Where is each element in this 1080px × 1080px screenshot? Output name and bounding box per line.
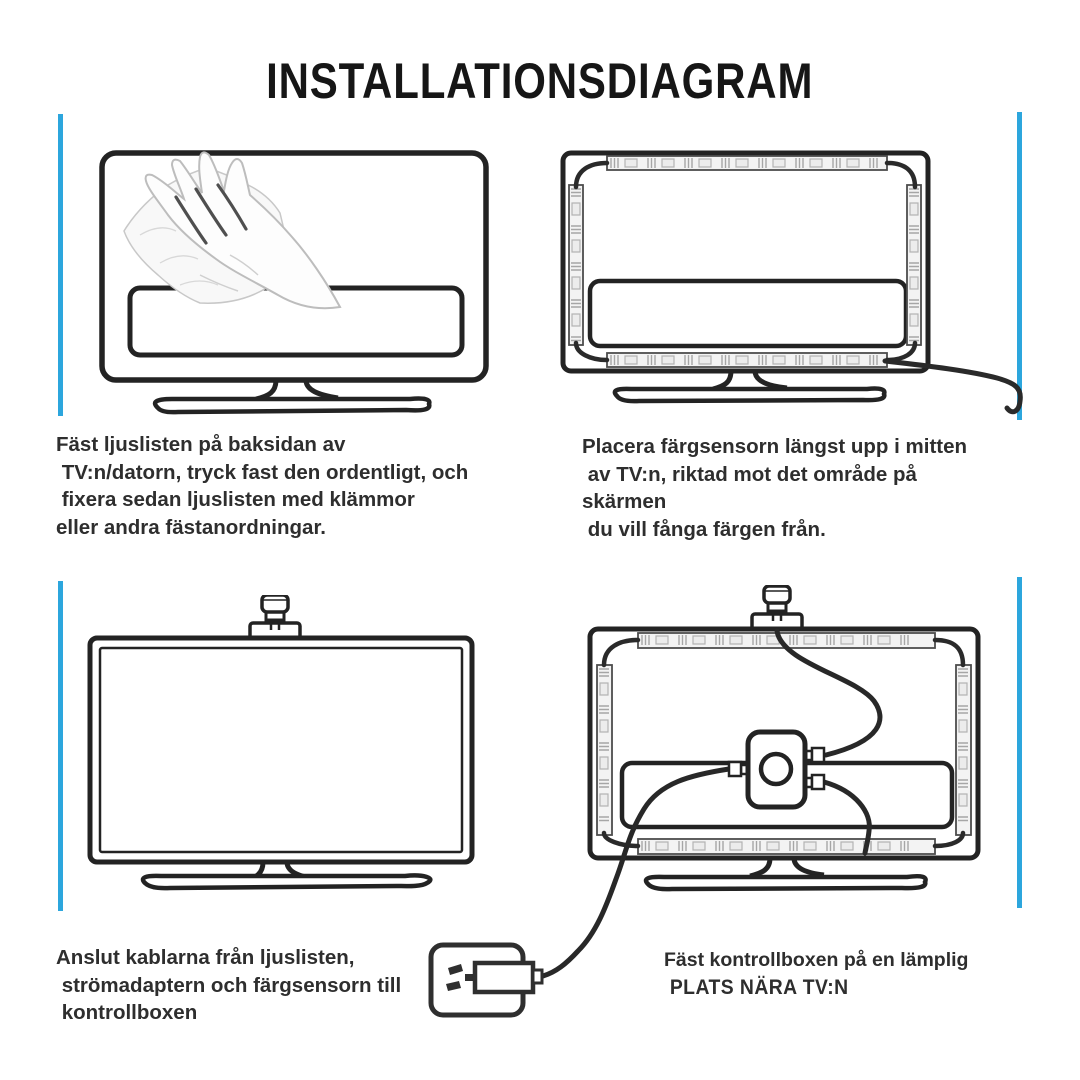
caption-line: fixera sedan ljuslisten med klämmor bbox=[56, 488, 415, 511]
control-box-icon bbox=[727, 729, 826, 810]
caption-line: du vill fånga färgen från. bbox=[582, 517, 826, 541]
strip-cable bbox=[821, 779, 872, 856]
cleaning-hand-icon bbox=[144, 151, 342, 310]
tv-stand bbox=[140, 861, 433, 891]
caption-line: Placera färgsensorn längst upp i mitten bbox=[582, 435, 968, 458]
strip-corner-cables bbox=[573, 160, 918, 363]
illustration-tv-back-control-box bbox=[428, 585, 981, 1018]
caption-line: eller andra fästanordningar. bbox=[56, 515, 326, 539]
page-title-text: INSTALLATIONSDIAGRAM bbox=[266, 53, 814, 109]
caption-step-4: Fäst kontrollboxen på en lämplig PLATS N… bbox=[664, 947, 1054, 1002]
caption-step-2: Placera färgsensorn längst upp i mitten … bbox=[582, 433, 1012, 543]
caption-step-3: Anslut kablarna från ljuslisten, strömad… bbox=[56, 944, 486, 1027]
power-cable bbox=[882, 358, 1023, 415]
illustration-tv-back-led-strips bbox=[560, 150, 1023, 415]
led-strip-left bbox=[568, 184, 584, 346]
tv-stand bbox=[152, 379, 432, 415]
color-sensor-icon bbox=[750, 585, 804, 634]
tv-screen bbox=[98, 646, 464, 854]
illustration-tv-back-hand-cleaning bbox=[99, 150, 489, 415]
page-title: INSTALLATIONSDIAGRAM bbox=[0, 52, 1080, 110]
led-strip-top bbox=[606, 155, 888, 171]
caption-line: Anslut kablarna från ljuslisten, bbox=[56, 946, 355, 969]
tv-back-panel bbox=[587, 278, 909, 349]
led-strip-right bbox=[906, 184, 922, 346]
caption-line: skärmen bbox=[582, 490, 667, 513]
strip-corner-cables bbox=[601, 637, 966, 849]
caption-line: Fäst ljuslisten på baksidan av bbox=[56, 433, 346, 456]
caption-line: Fäst kontrollboxen på en lämplig bbox=[664, 949, 969, 971]
led-strip-bottom bbox=[637, 838, 936, 855]
usb-plug-tip bbox=[531, 968, 544, 985]
accent-line-right-top bbox=[1017, 112, 1022, 420]
accent-line-left-top bbox=[58, 114, 63, 416]
color-sensor-icon bbox=[248, 595, 302, 643]
illustration-tv-front-color-sensor bbox=[87, 595, 475, 891]
caption-line-caps: PLATS NÄRA TV:N bbox=[664, 975, 849, 999]
caption-line: strömadaptern och färgsensorn till bbox=[56, 973, 402, 997]
socket-slot bbox=[465, 974, 477, 981]
accent-line-left-bottom bbox=[58, 581, 63, 911]
caption-line: kontrollboxen bbox=[56, 1001, 198, 1024]
caption-line: av TV:n, riktad mot det område på bbox=[582, 462, 917, 486]
power-adapter-icon bbox=[428, 942, 544, 1018]
sensor-cable bbox=[774, 628, 883, 758]
power-cable bbox=[540, 766, 732, 979]
led-strip-right bbox=[955, 664, 972, 836]
socket-slots bbox=[446, 964, 463, 991]
caption-step-1: Fäst ljuslisten på baksidan av TV:n/dato… bbox=[56, 431, 506, 541]
caption-line: TV:n/datorn, tryck fast den ordentligt, … bbox=[56, 460, 469, 484]
tv-stand bbox=[612, 370, 887, 404]
accent-line-right-bottom bbox=[1017, 577, 1022, 908]
control-box-button bbox=[758, 751, 794, 787]
tv-stand bbox=[643, 857, 928, 892]
led-strip-left bbox=[596, 664, 613, 836]
led-strip-bottom bbox=[606, 352, 888, 368]
